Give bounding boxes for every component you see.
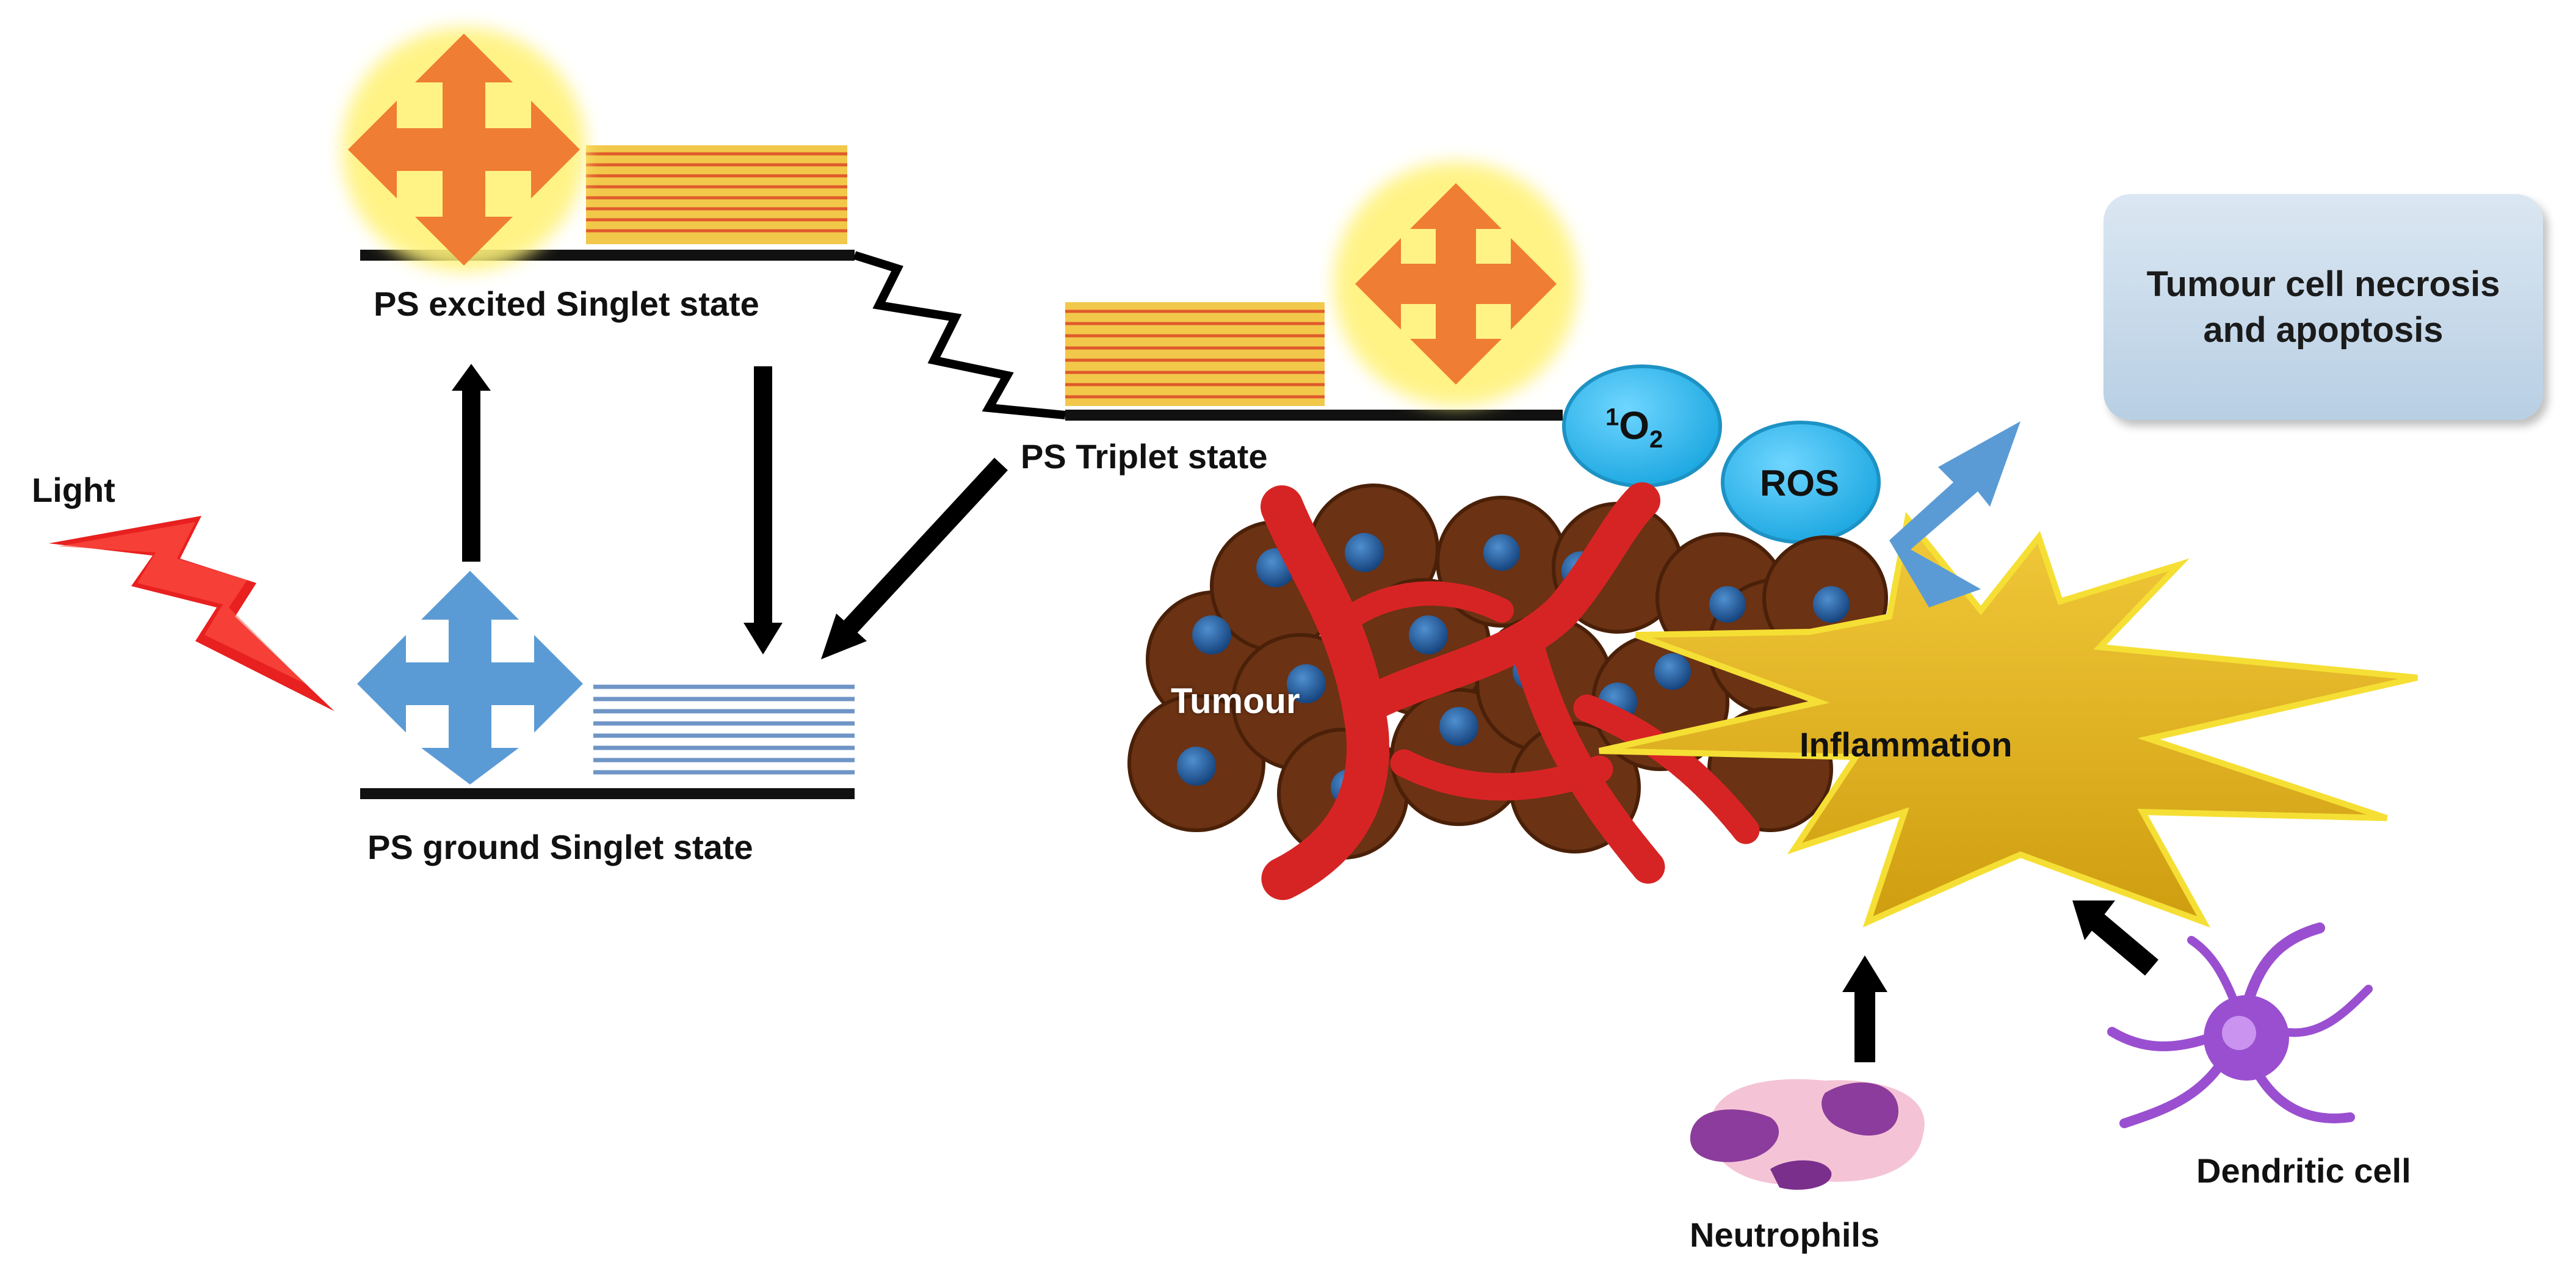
tumour-label: Tumour (1171, 681, 1300, 721)
excited-singlet-label: PS excited Singlet state (374, 284, 759, 323)
tumour-mass (1127, 482, 1888, 900)
outcome-arrow (1889, 421, 2021, 607)
triplet-label: PS Triplet state (1021, 437, 1268, 476)
neutrophils-label: Neutrophils (1690, 1216, 1880, 1254)
blood-vessels (1261, 482, 1760, 900)
fluorescence-arrow (743, 366, 783, 654)
excited-singlet-level (342, 27, 855, 272)
dendritic-arrow (2072, 900, 2158, 976)
ground-ps-molecule-icon (357, 571, 583, 784)
excited-orbital-stack (586, 145, 847, 244)
ground-orbital-stack (593, 683, 855, 780)
neutrophil-arrow (1842, 955, 1887, 1062)
ground-singlet-level (357, 571, 855, 799)
singlet-oxygen-subscript: 2 (1649, 426, 1663, 453)
triplet-orbital-stack (1065, 302, 1325, 406)
singlet-oxygen-label: 1O2 (1605, 403, 1663, 454)
dendritic-cell-icon (2107, 922, 2373, 1128)
neutrophil-cell-icon (1690, 1079, 1925, 1190)
lightning-icon (49, 516, 335, 711)
inflammation-burst (1598, 512, 2419, 928)
dendritic-cell-label: Dendritic cell (2196, 1151, 2411, 1190)
intersystem-crossing-line (853, 251, 1066, 419)
ground-singlet-label: PS ground Singlet state (367, 828, 753, 866)
light-label: Light (32, 471, 115, 509)
triplet-level (1065, 162, 1578, 421)
phosphorescence-arrow (821, 457, 1008, 659)
excited-ps-molecule-icon (342, 27, 586, 272)
ros-label: ROS (1760, 463, 1840, 504)
singlet-oxygen-symbol: O (1619, 404, 1650, 447)
outcome-label: Tumour cell necrosis and apoptosis (2146, 264, 2500, 350)
inflammation-label: Inflammation (1800, 725, 2013, 764)
triplet-ps-molecule-icon (1334, 162, 1578, 406)
singlet-oxygen-superscript: 1 (1605, 404, 1619, 431)
outcome-box: Tumour cell necrosis and apoptosis (2104, 194, 2543, 420)
absorption-arrow (452, 364, 491, 562)
